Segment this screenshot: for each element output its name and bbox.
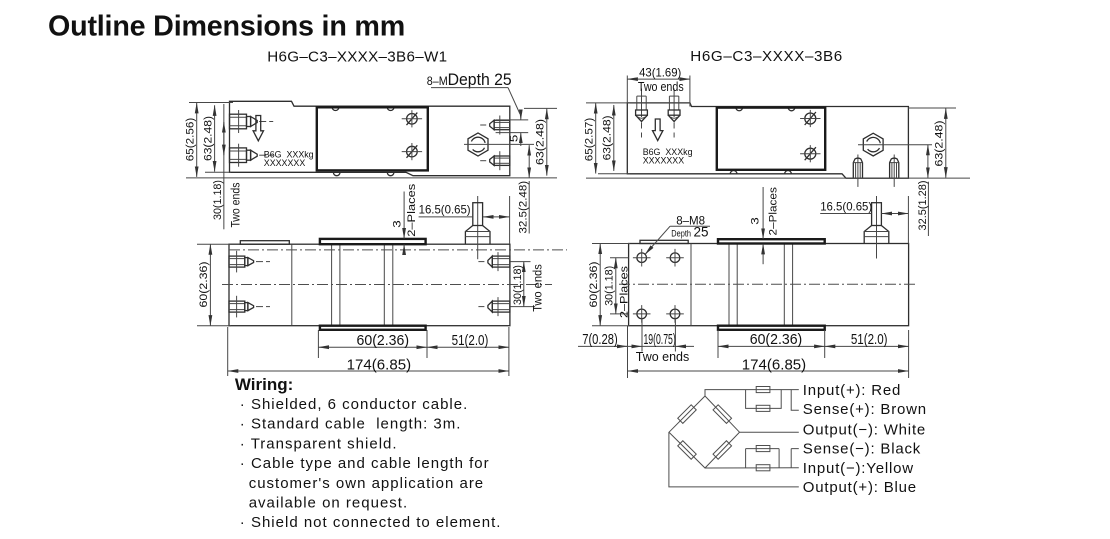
svg-text:Input(+): Red: Input(+): Red <box>803 382 901 399</box>
svg-text:· Shielded, 6 conductor cable.: · Shielded, 6 conductor cable. <box>240 396 468 413</box>
svg-text:customer's own application are: customer's own application are <box>249 475 484 492</box>
svg-text:3: 3 <box>392 220 404 228</box>
svg-text:174(6.85): 174(6.85) <box>742 357 806 373</box>
svg-text:2–Places: 2–Places <box>618 265 630 318</box>
svg-text:65(2.57): 65(2.57) <box>584 118 596 162</box>
svg-text:XXXXXXX: XXXXXXX <box>643 156 685 166</box>
svg-text:19(0.75): 19(0.75) <box>643 332 675 348</box>
svg-text:60(2.36): 60(2.36) <box>198 262 210 308</box>
svg-text:H6G–C3–XXXX–3B6: H6G–C3–XXXX–3B6 <box>690 48 843 65</box>
svg-text:60(2.36): 60(2.36) <box>588 262 600 308</box>
svg-text:8–M: 8–M <box>427 74 448 88</box>
svg-text:Output(−): White: Output(−): White <box>803 421 926 438</box>
svg-text:43(1.69): 43(1.69) <box>639 66 681 80</box>
svg-text:3: 3 <box>750 217 762 225</box>
svg-text:30(1.18): 30(1.18) <box>512 265 524 305</box>
svg-text:· Shield not connected to elem: · Shield not connected to element. <box>240 514 502 531</box>
svg-text:7(0.28): 7(0.28) <box>582 332 618 348</box>
svg-text:Two ends: Two ends <box>231 182 243 227</box>
svg-text:5: 5 <box>509 135 521 142</box>
svg-text:Wiring:: Wiring: <box>235 375 293 394</box>
svg-text:H6G–C3–XXXX–3B6–W1: H6G–C3–XXXX–3B6–W1 <box>267 49 447 66</box>
svg-text:Two ends: Two ends <box>533 264 545 312</box>
svg-text:2–Places: 2–Places <box>767 187 779 236</box>
svg-text:32.5(2.48): 32.5(2.48) <box>518 181 530 234</box>
svg-text:Sense(−): Black: Sense(−): Black <box>803 441 921 458</box>
svg-text:51(2.0): 51(2.0) <box>452 333 489 349</box>
svg-text:· Transparent shield.: · Transparent shield. <box>240 435 398 452</box>
svg-text:· Standard cable length: 3m.: · Standard cable length: 3m. <box>240 416 462 433</box>
svg-text:B6G XXXkg: B6G XXXkg <box>643 147 693 157</box>
svg-text:Sense(+): Brown: Sense(+): Brown <box>803 401 927 418</box>
svg-text:30(1.18): 30(1.18) <box>212 180 224 220</box>
svg-text:Depth: Depth <box>671 228 691 238</box>
svg-text:60(2.36): 60(2.36) <box>750 332 803 348</box>
svg-text:60(2.36): 60(2.36) <box>357 333 410 349</box>
svg-text:Outline Dimensions in mm: Outline Dimensions in mm <box>48 11 405 43</box>
svg-text:174(6.85): 174(6.85) <box>347 357 411 373</box>
svg-text:B6G XXXkg: B6G XXXkg <box>264 150 314 160</box>
svg-text:63(2.48): 63(2.48) <box>535 119 547 165</box>
svg-text:Input(−):Yellow: Input(−):Yellow <box>803 460 914 477</box>
svg-text:65(2.56): 65(2.56) <box>185 118 197 162</box>
svg-text:8–M8: 8–M8 <box>676 213 705 227</box>
svg-text:63(2.48): 63(2.48) <box>602 115 614 160</box>
svg-text:2–Places: 2–Places <box>406 183 418 237</box>
svg-text:63(2.48): 63(2.48) <box>934 121 946 167</box>
svg-text:XXXXXXX: XXXXXXX <box>264 158 306 168</box>
svg-text:Output(+): Blue: Output(+): Blue <box>803 479 917 496</box>
svg-text:· Cable type and cable length: · Cable type and cable length for <box>240 455 490 472</box>
svg-text:Two ends: Two ends <box>636 350 690 364</box>
svg-text:Depth 25: Depth 25 <box>448 70 512 89</box>
svg-text:51(2.0): 51(2.0) <box>851 332 888 348</box>
svg-text:32.5(1.28): 32.5(1.28) <box>917 181 929 231</box>
svg-text:Two ends: Two ends <box>638 80 684 94</box>
svg-text:16.5(0.65): 16.5(0.65) <box>419 202 471 216</box>
svg-text:63(2.48): 63(2.48) <box>202 116 214 161</box>
svg-text:30(1.18): 30(1.18) <box>604 266 616 306</box>
svg-text:16.5(0.65): 16.5(0.65) <box>820 200 872 214</box>
svg-text:25: 25 <box>694 225 709 240</box>
svg-text:available on request.: available on request. <box>249 495 408 512</box>
